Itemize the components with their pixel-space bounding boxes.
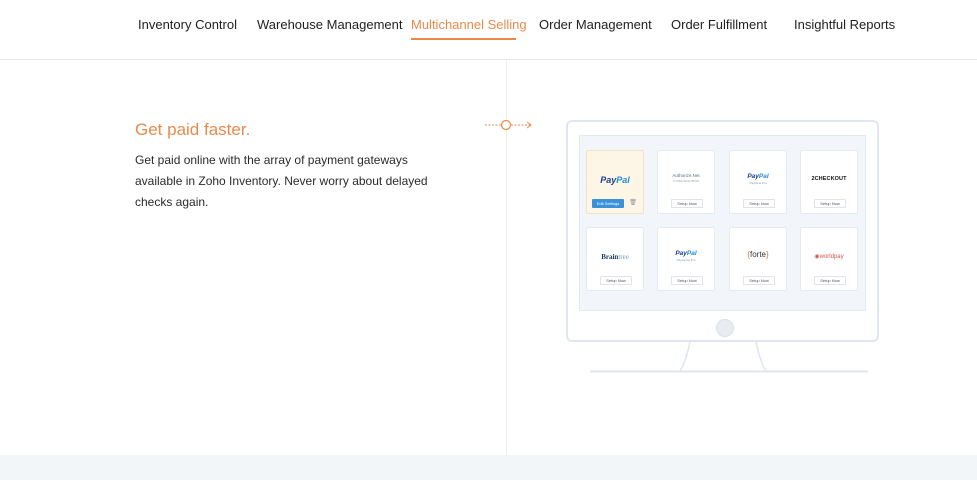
monitor-stand [590, 340, 868, 373]
gateway-card-braintree[interactable]: Braintree Setup Now [586, 227, 644, 291]
setup-now-button[interactable]: Setup Now [743, 276, 775, 285]
nav-item-warehouse-management[interactable]: Warehouse Management [257, 17, 403, 32]
trash-icon[interactable]: 🗑 [629, 200, 637, 206]
nav-item-insightful-reports[interactable]: Insightful Reports [794, 17, 896, 32]
gateway-card-worldpay[interactable]: ◉worldpay Setup Now [800, 227, 858, 291]
timeline-connector-icon [485, 119, 532, 131]
gateway-card-paypal[interactable]: PayPal Edit Settings 🗑 [586, 150, 644, 214]
setup-now-button[interactable]: Setup Now [814, 199, 846, 208]
setup-now-button[interactable]: Setup Now [814, 276, 846, 285]
nav-item-multichannel-selling[interactable]: Multichannel Selling [411, 17, 527, 32]
feature-title: Get paid faster. [135, 120, 251, 139]
edit-settings-button[interactable]: Edit Settings [592, 199, 624, 208]
monitor-power-button [716, 319, 734, 337]
active-tab-underline [411, 38, 516, 40]
nav-item-inventory-control[interactable]: Inventory Control [138, 17, 237, 32]
worldpay-logo: ◉worldpay [814, 254, 844, 260]
setup-now-button[interactable]: Setup Now [671, 276, 703, 285]
setup-now-button[interactable]: Setup Now [743, 199, 775, 208]
setup-now-button[interactable]: Setup Now [671, 199, 703, 208]
paypal-logo: PayPal [600, 175, 630, 185]
nav-item-order-fulfillment[interactable]: Order Fulfillment [671, 17, 768, 32]
2checkout-logo: 2CHECKOUT [811, 176, 847, 182]
gateway-card-forte[interactable]: {forte} Setup Now [729, 227, 787, 291]
braintree-logo: Braintree [601, 253, 629, 261]
feature-description: Get paid online with the array of paymen… [135, 153, 428, 209]
nav-item-order-management[interactable]: Order Management [539, 17, 652, 32]
forte-logo: {forte} [747, 250, 769, 259]
setup-now-button[interactable]: Setup Now [600, 276, 632, 285]
gateway-card-2checkout[interactable]: 2CHECKOUT Setup Now [800, 150, 858, 214]
footer-band [0, 455, 977, 480]
top-navigation: Inventory Control Warehouse Management M… [0, 0, 977, 60]
vertical-divider [506, 60, 507, 455]
